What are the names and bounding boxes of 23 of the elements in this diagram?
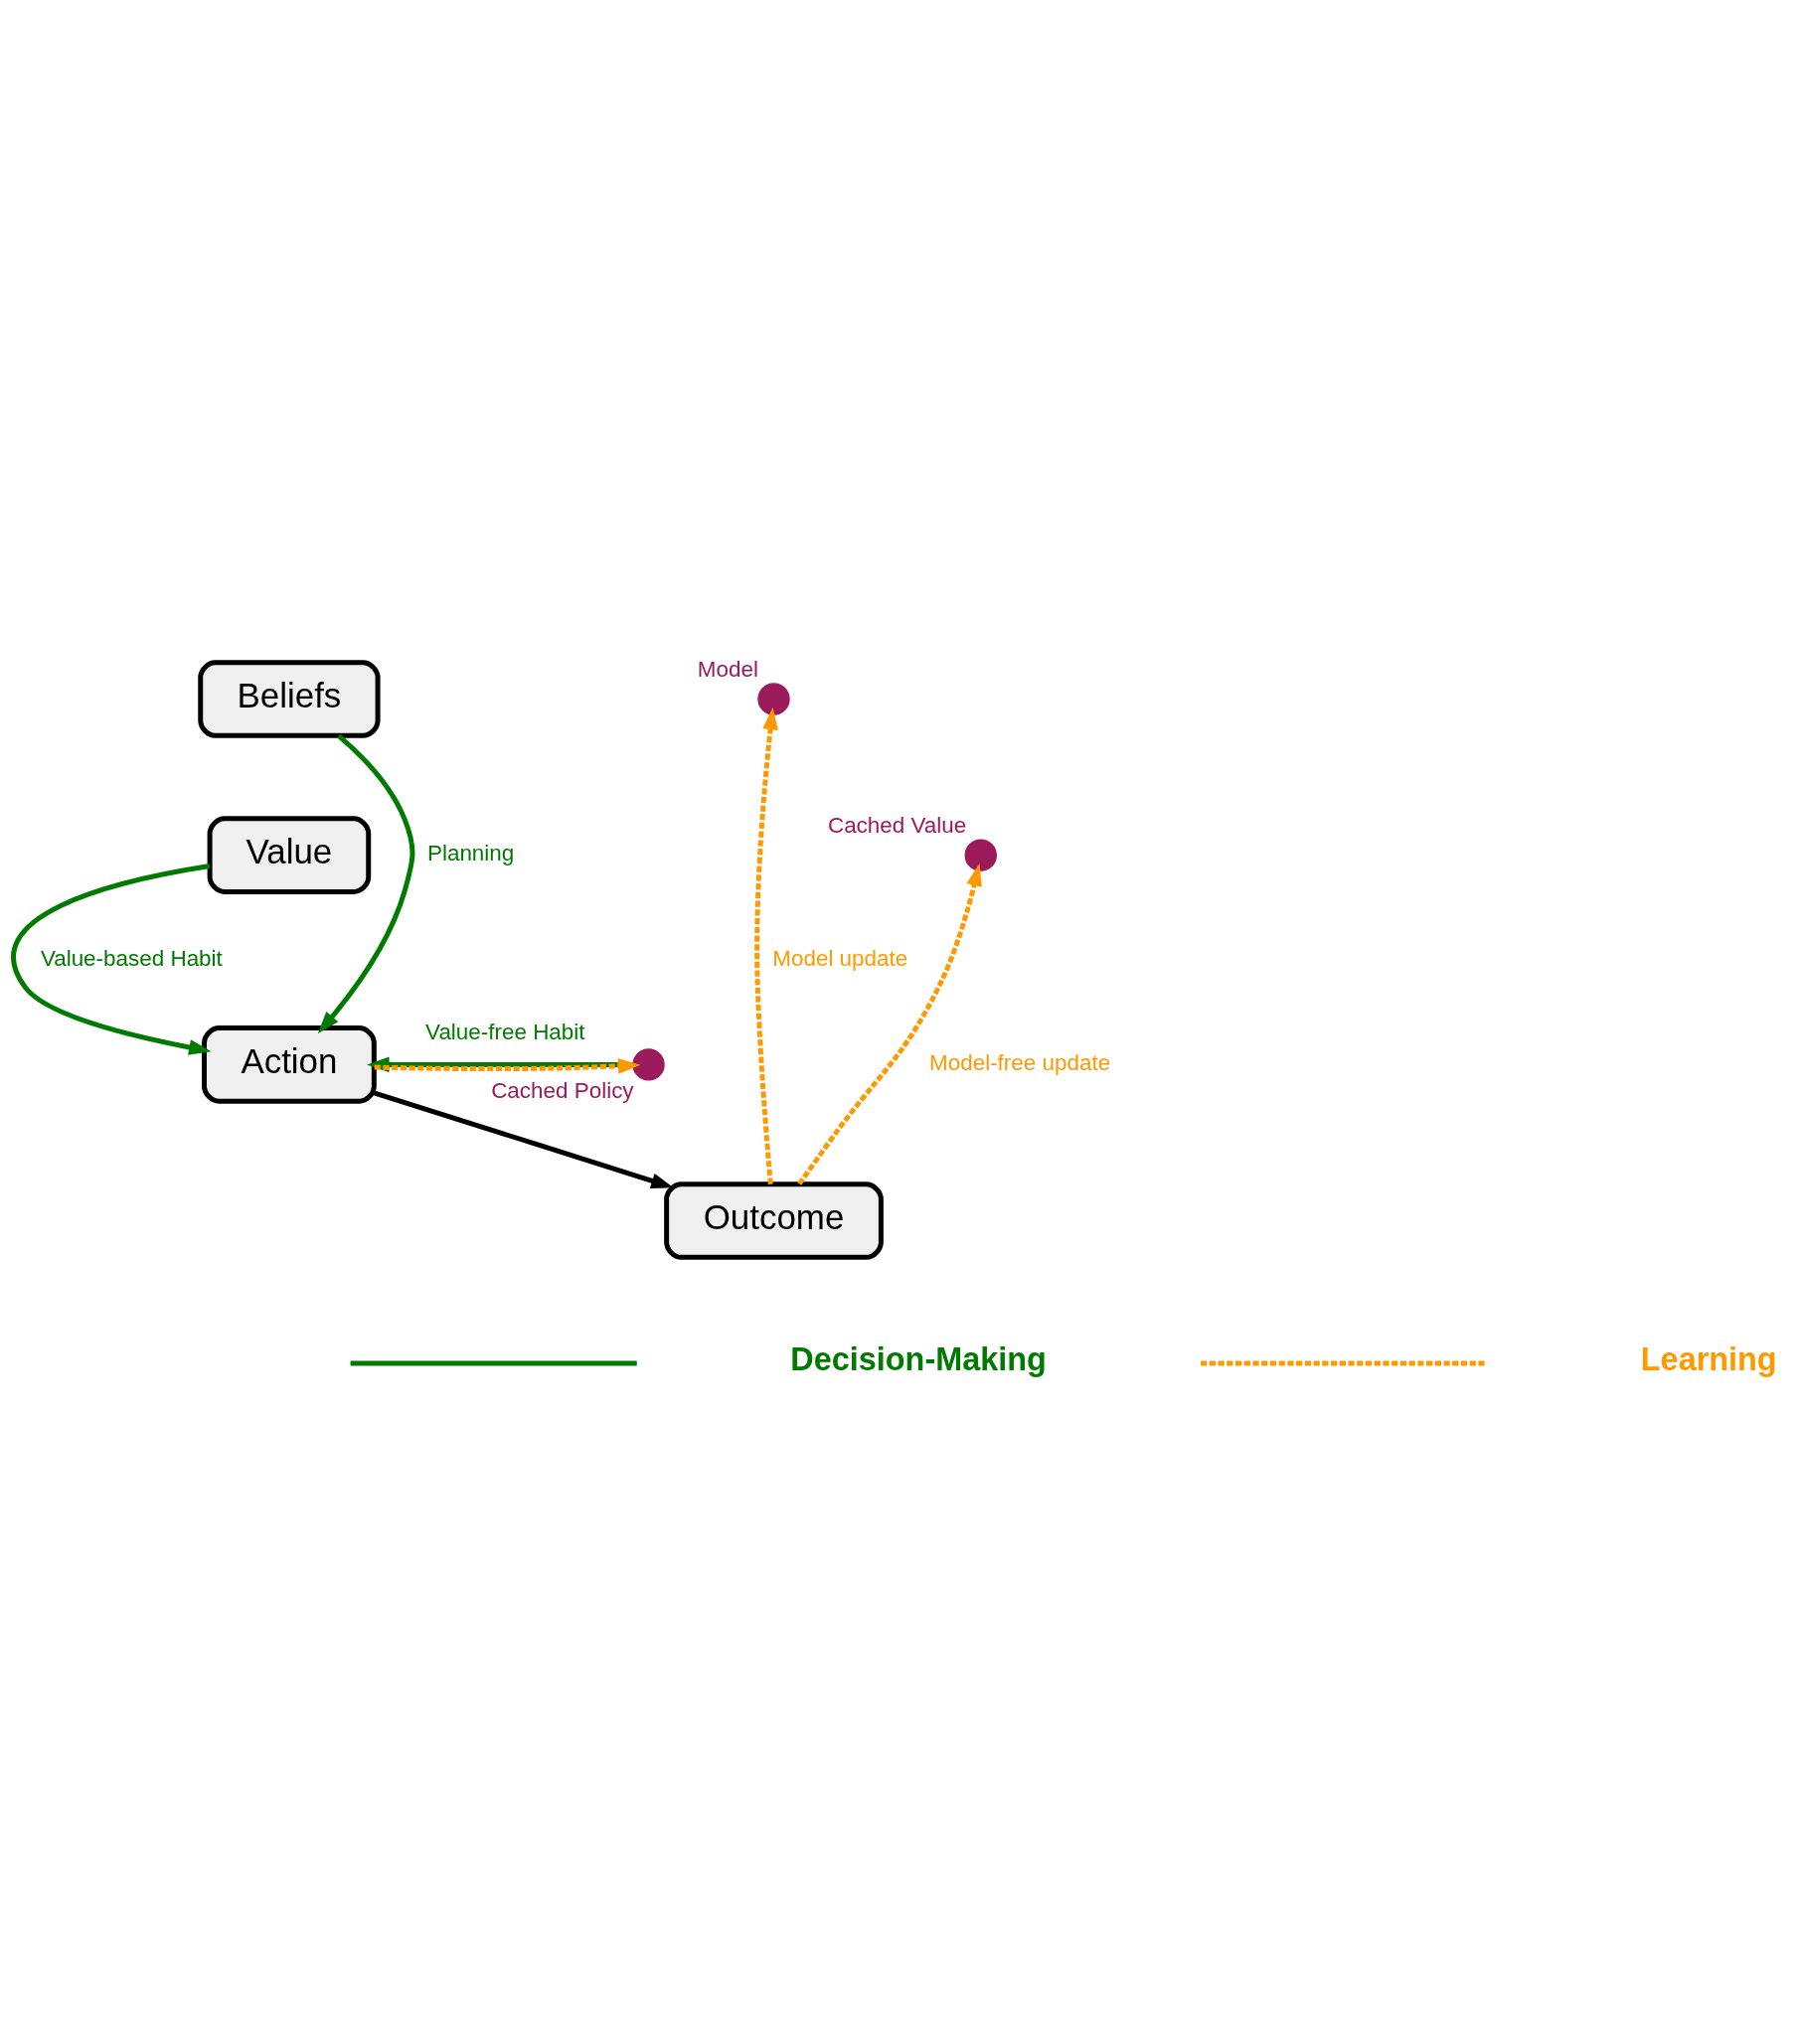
- edge-label: Value-based Habit: [40, 945, 223, 971]
- node-circle: [964, 838, 997, 871]
- node-label: Model: [697, 656, 758, 682]
- node-label: Cached Value: [827, 812, 967, 838]
- edge-label: Value-free Habit: [425, 1019, 585, 1044]
- arrow: [11, 863, 212, 1055]
- node-box: Beliefs: [198, 659, 381, 738]
- legend-label: Learning: [1640, 1340, 1777, 1377]
- edge-label: Planning: [426, 840, 515, 865]
- node-circle: [632, 1047, 665, 1081]
- edge-label: Model-free update: [929, 1049, 1111, 1075]
- arrow: [317, 733, 415, 1033]
- node-circle: [757, 682, 790, 715]
- edge-label: Model update: [772, 945, 908, 971]
- arrow: [373, 1089, 674, 1188]
- node-box: Value: [207, 815, 372, 894]
- node-label: Cached Policy: [491, 1077, 634, 1103]
- legend-label: Decision-Making: [790, 1340, 1047, 1377]
- node-box: Outcome: [664, 1180, 884, 1260]
- arrow: [754, 707, 778, 1184]
- arrow: [374, 1057, 641, 1074]
- arrow: [797, 863, 982, 1185]
- node-box: Action: [202, 1024, 377, 1104]
